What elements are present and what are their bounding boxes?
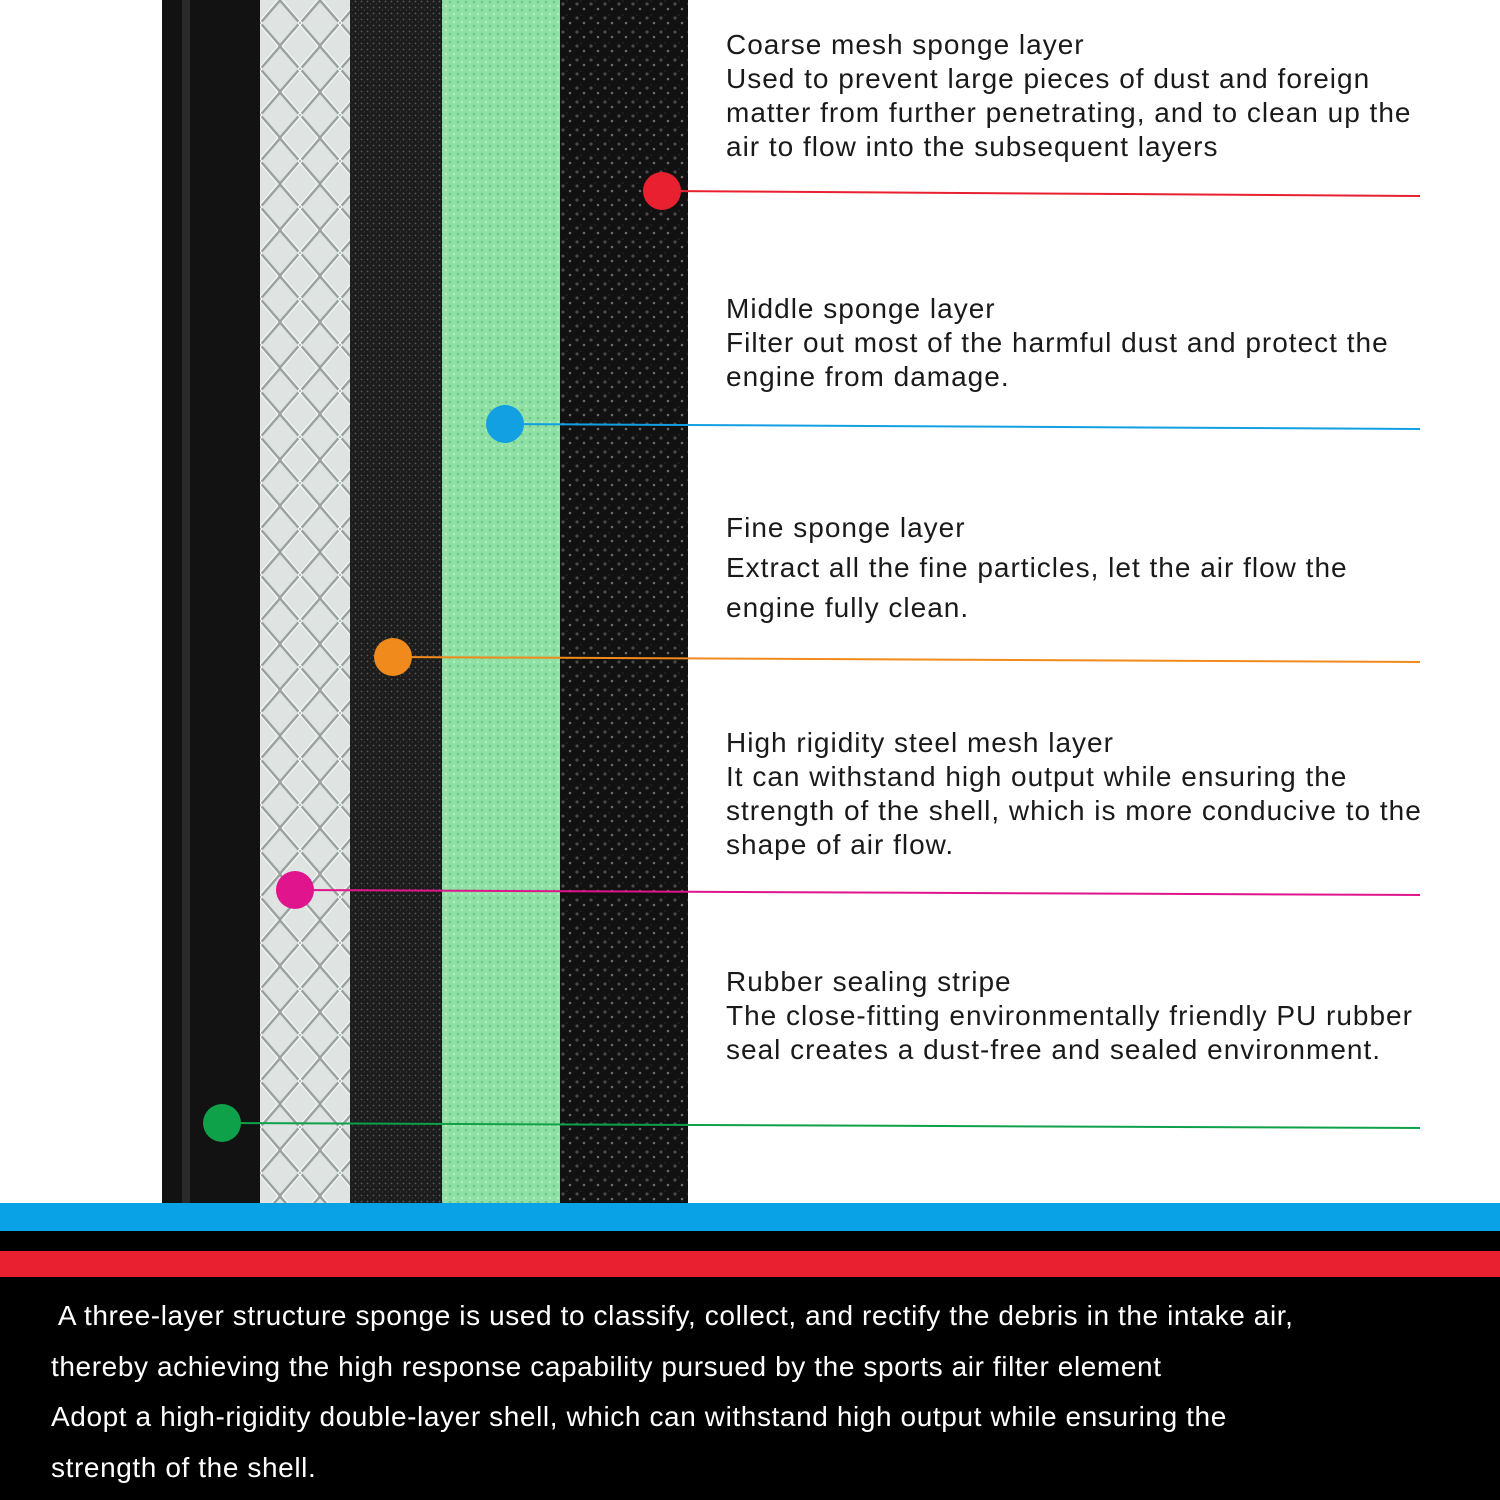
leader-line-fine-sponge xyxy=(392,656,1421,663)
leader-line-rubber-seal xyxy=(221,1122,1421,1129)
callout-middle-sponge: Middle sponge layer Filter out most of t… xyxy=(726,292,1446,394)
callout-description: Filter out most of the harmful dust and … xyxy=(726,327,1389,392)
footer-line: strength of the shell. xyxy=(51,1451,317,1483)
callout-description: Extract all the fine particles, let the … xyxy=(726,552,1348,623)
marker-dot-fine-sponge xyxy=(374,638,412,676)
marker-dot-steel-mesh xyxy=(276,871,314,909)
middle-sponge-band xyxy=(442,0,560,1205)
callout-title: Rubber sealing stripe xyxy=(726,966,1012,997)
callout-title: Coarse mesh sponge layer xyxy=(726,29,1085,60)
leader-line-coarse-mesh-sponge xyxy=(661,190,1421,197)
rubber-frame-highlight xyxy=(182,0,190,1205)
leader-line-middle-sponge xyxy=(504,423,1421,430)
callout-description: Used to prevent large pieces of dust and… xyxy=(726,63,1412,162)
callout-description: The close-fitting environmentally friend… xyxy=(726,1000,1413,1065)
callout-title: Fine sponge layer xyxy=(726,512,966,543)
stripe-black xyxy=(0,1231,1500,1251)
leader-line-steel-mesh xyxy=(294,889,1421,896)
footer-text: A three-layer structure sponge is used t… xyxy=(51,1291,1471,1493)
stripe-red xyxy=(0,1251,1500,1277)
rubber-frame-band xyxy=(162,0,260,1205)
marker-dot-middle-sponge xyxy=(486,405,524,443)
callout-rubber-seal: Rubber sealing stripe The close-fitting … xyxy=(726,965,1446,1067)
callout-title: Middle sponge layer xyxy=(726,293,996,324)
footer-line: A three-layer structure sponge is used t… xyxy=(51,1300,1294,1331)
marker-dot-rubber-seal xyxy=(203,1104,241,1142)
callout-fine-sponge: Fine sponge layer Extract all the fine p… xyxy=(726,508,1446,628)
callout-title: High rigidity steel mesh layer xyxy=(726,727,1114,758)
callout-description: It can withstand high output while ensur… xyxy=(726,761,1422,860)
footer-panel: A three-layer structure sponge is used t… xyxy=(0,1277,1500,1500)
stripe-blue xyxy=(0,1203,1500,1231)
callout-steel-mesh: High rigidity steel mesh layer It can wi… xyxy=(726,726,1446,862)
callout-coarse-mesh-sponge: Coarse mesh sponge layer Used to prevent… xyxy=(726,28,1446,164)
fine-sponge-band xyxy=(350,0,442,1205)
steel-mesh-band xyxy=(260,0,350,1205)
footer-line: Adopt a high-rigidity double-layer shell… xyxy=(51,1401,1227,1432)
filter-cross-section-illustration xyxy=(162,0,688,1205)
color-stripes xyxy=(0,1203,1500,1277)
marker-dot-coarse-mesh-sponge xyxy=(643,172,681,210)
footer-line: thereby achieving the high response capa… xyxy=(51,1350,1162,1382)
leader-lines xyxy=(203,172,1421,1142)
